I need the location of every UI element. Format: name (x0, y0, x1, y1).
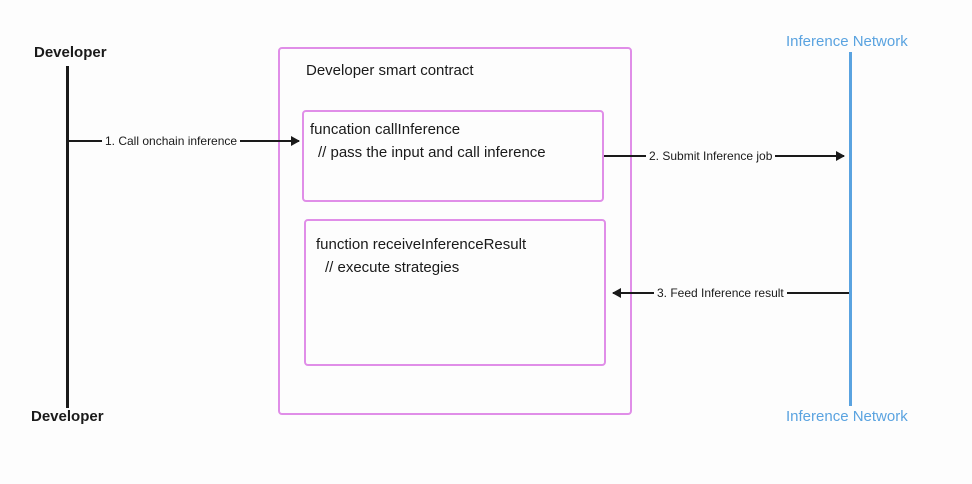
network-actor-bottom: Inference Network (786, 408, 908, 425)
receive-result-signature: function receiveInferenceResult (316, 236, 527, 253)
network-actor-top: Inference Network (786, 33, 908, 50)
message-step1-label: 1. Call onchain inference (102, 134, 241, 148)
developer-actor-bottom: Developer (31, 408, 104, 425)
message-step2-label: 2. Submit Inference job (646, 149, 776, 163)
receive-result-box (304, 219, 606, 366)
receive-result-comment: // execute strategies (325, 259, 460, 276)
developer-actor-top: Developer (34, 44, 107, 61)
network-lifeline (849, 52, 852, 406)
smart-contract-title: Developer smart contract (306, 62, 474, 79)
call-inference-box (302, 110, 604, 202)
call-inference-comment: // pass the input and call inference (318, 144, 546, 161)
developer-lifeline (66, 66, 69, 408)
call-inference-signature: funcation callInference (310, 121, 461, 138)
smart-contract-box (278, 47, 632, 415)
message-step3-label: 3. Feed Inference result (654, 286, 787, 300)
